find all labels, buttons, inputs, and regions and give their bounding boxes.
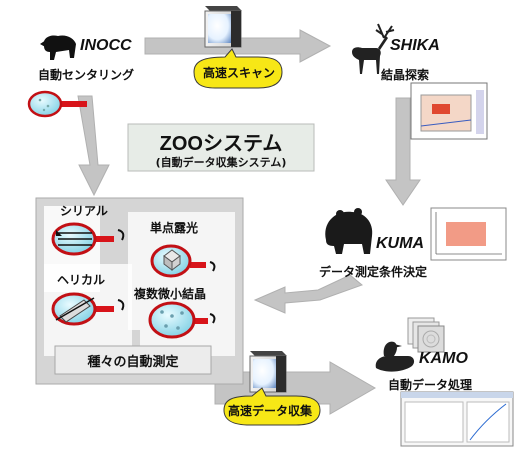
- zoo-system-title: ZOOシステム: [159, 133, 283, 155]
- kamo-frames-icon: [407, 317, 445, 353]
- mode-single-point-label: 単点露光: [150, 221, 199, 235]
- kamo-screenshot-thumbnail: [400, 391, 514, 447]
- bear-icon: [325, 208, 373, 254]
- scan-bubble-label: 高速スキャン: [203, 66, 276, 80]
- mode-helical-label: ヘリカル: [57, 273, 106, 287]
- zoo-system-subtitle: (自動データ収集システム): [155, 156, 287, 169]
- serial-loop-icon: [51, 222, 125, 256]
- inocc-name: INOCC: [80, 37, 132, 54]
- kamo-name: KAMO: [419, 350, 468, 367]
- collect-bubble-label: 高速データ収集: [228, 404, 313, 418]
- inocc-loop-icon: [27, 90, 87, 118]
- mode-serial-label: シリアル: [60, 204, 108, 218]
- shika-name: SHIKA: [390, 37, 440, 54]
- arrow-inocc-to-modes: [77, 95, 110, 197]
- mode-multi-crystal-label: 複数微小結晶: [134, 287, 207, 301]
- kuma-description: データ測定条件決定: [319, 265, 428, 279]
- arrow-shika-to-kuma: [385, 97, 421, 206]
- kuma-name: KUMA: [376, 235, 424, 252]
- detector-bottom-icon: [249, 351, 287, 393]
- arrow-kuma-to-modes: [253, 274, 363, 314]
- shika-description: 結晶探索: [381, 68, 430, 82]
- multi-crystal-loop-icon: [148, 301, 216, 339]
- helical-loop-icon: [51, 292, 125, 326]
- detector-top-icon: [204, 6, 242, 48]
- shika-heatmap-thumbnail: [410, 82, 488, 140]
- zoo-system-box: [127, 123, 315, 172]
- collect-bubble: [223, 387, 321, 426]
- duck-icon: [375, 341, 415, 372]
- bison-icon: [40, 35, 76, 60]
- modes-panel-label: 種々の自動測定: [87, 355, 179, 370]
- single-point-loop-icon: [150, 244, 216, 278]
- deer-icon: [352, 23, 395, 74]
- kuma-chart-thumbnail: [430, 207, 507, 261]
- scan-bubble: [193, 48, 283, 89]
- inocc-description: 自動センタリング: [38, 68, 135, 82]
- kamo-description: 自動データ処理: [388, 378, 473, 392]
